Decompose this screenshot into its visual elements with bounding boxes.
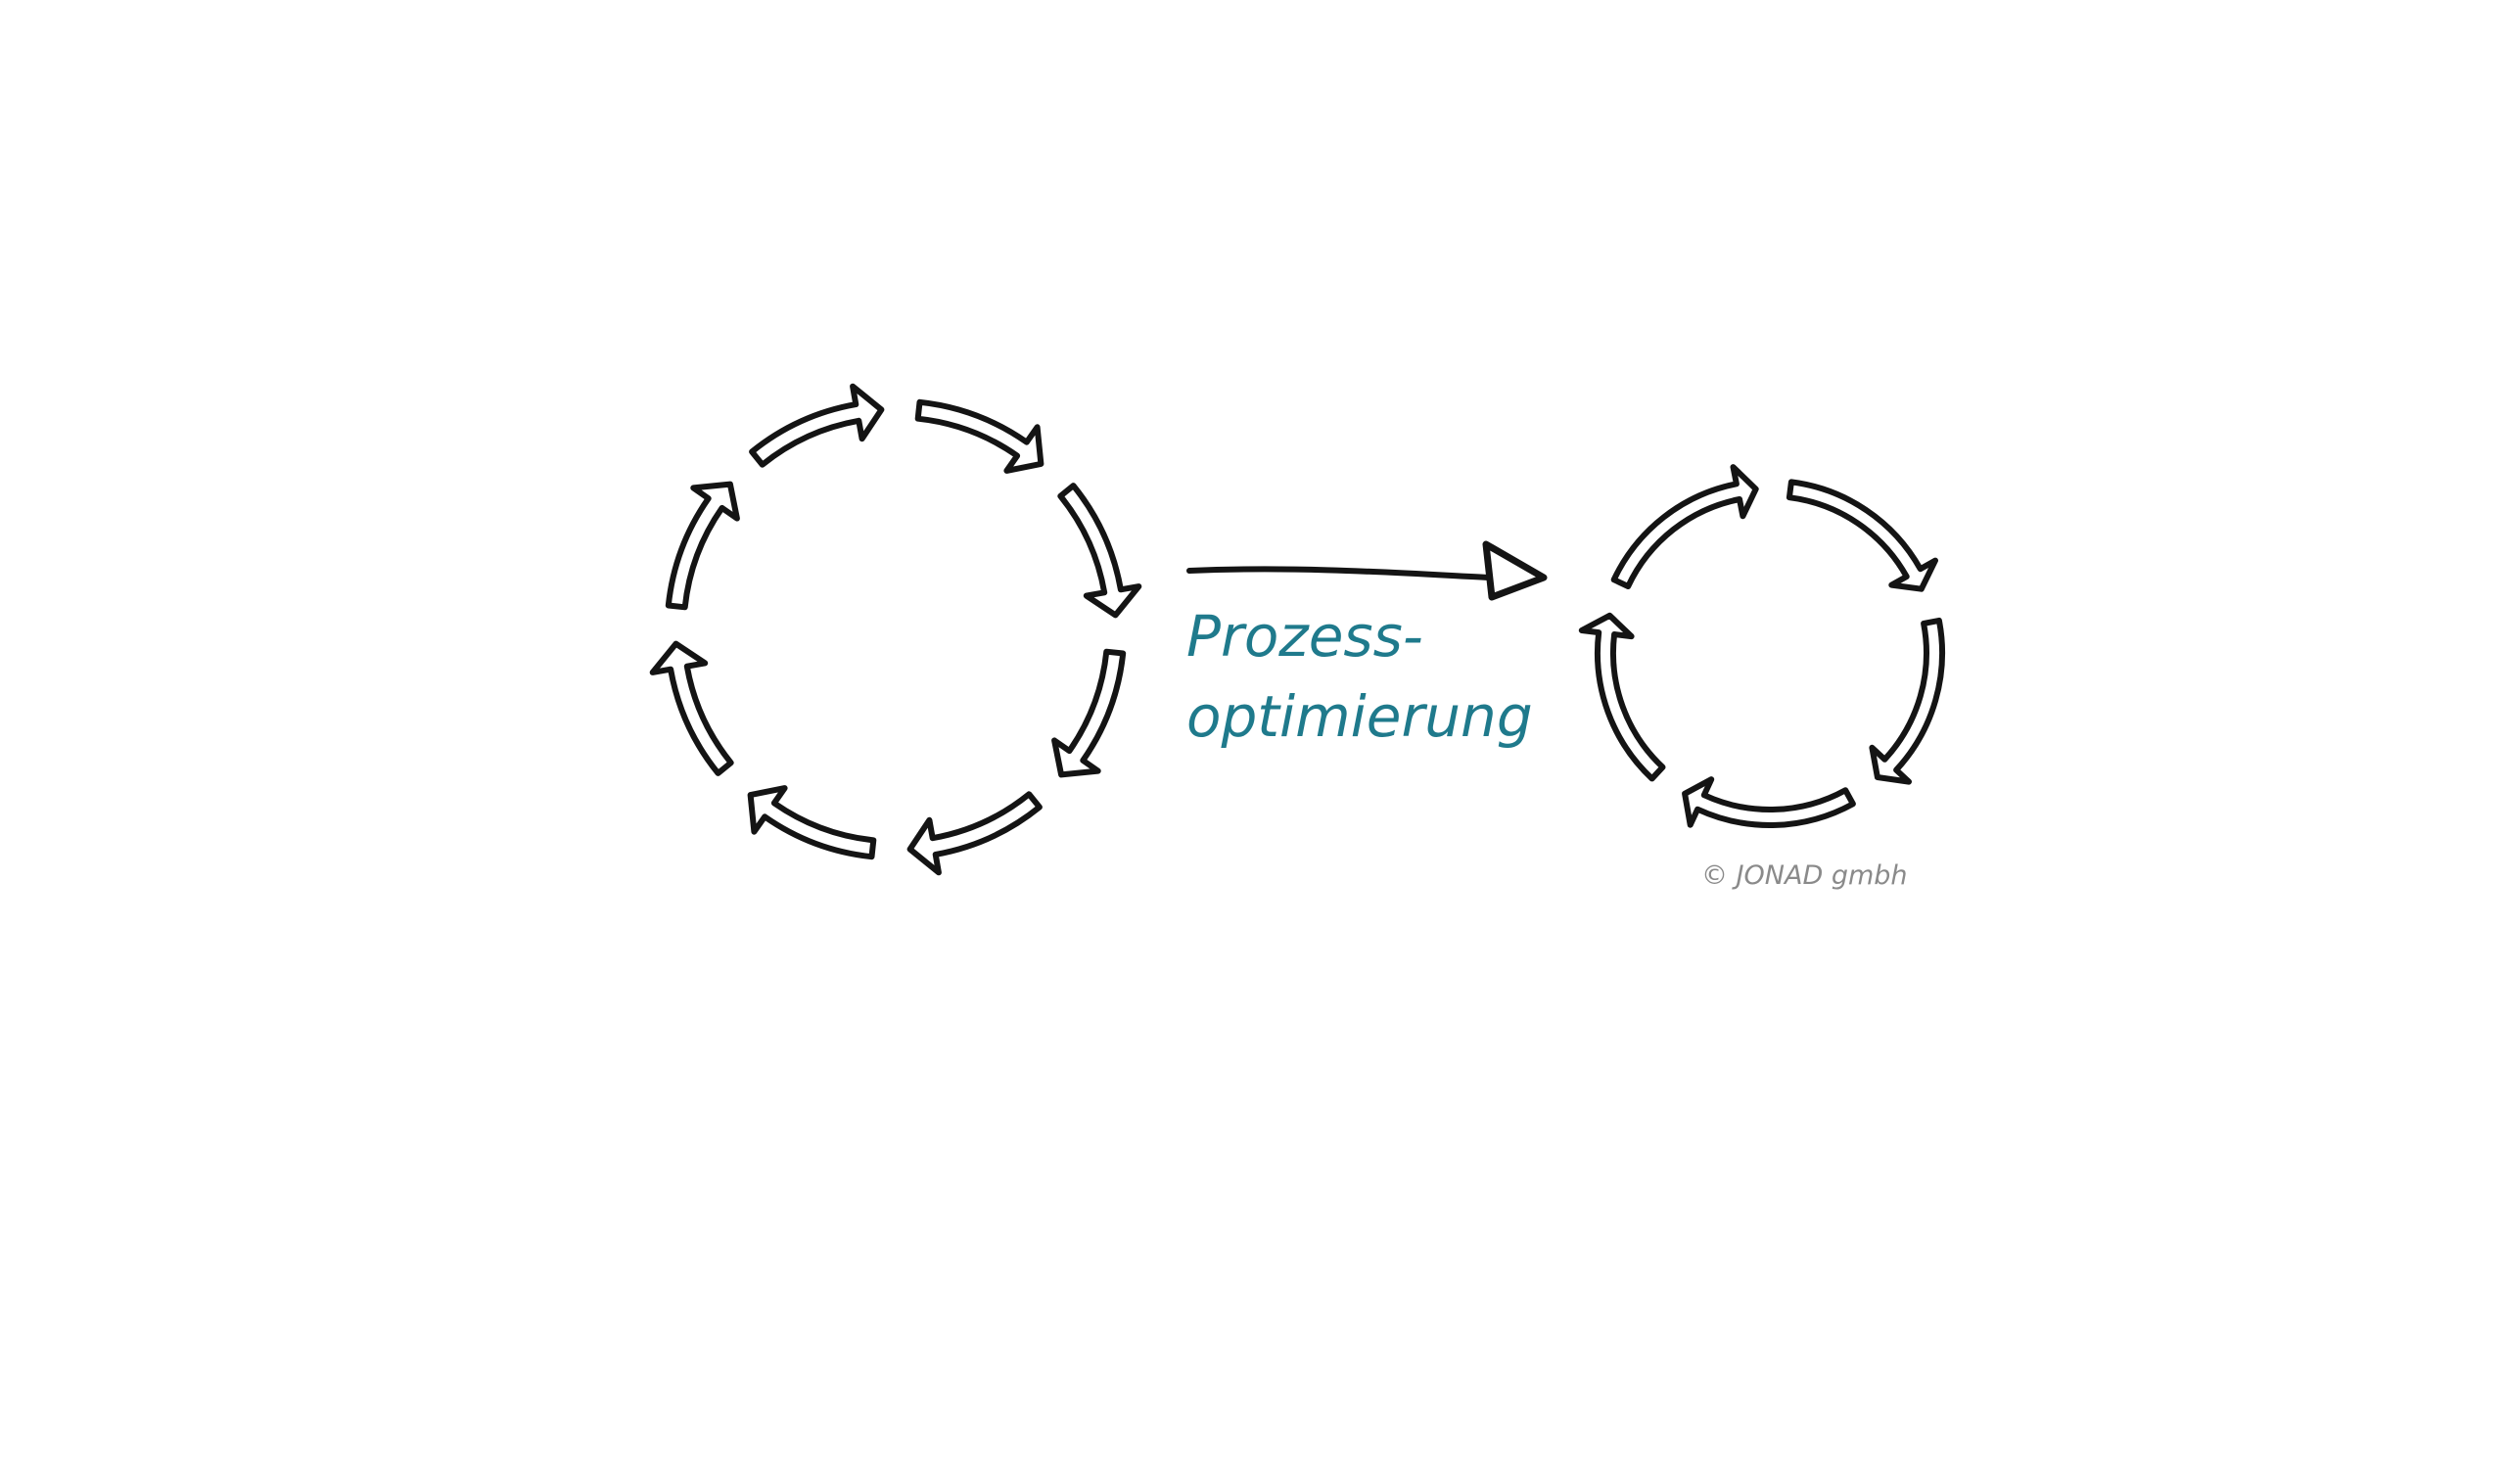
cycle-after-arrow — [1786, 479, 1938, 592]
cycle-before-arrow — [649, 640, 734, 776]
cycle-before-arrow — [906, 791, 1043, 876]
label-line-1: Prozess- — [1186, 603, 1423, 670]
copyright-notice: © JONAD gmbh — [1701, 860, 1908, 891]
transition-arrow-head — [1482, 540, 1548, 601]
cycle-after-arrow — [1682, 776, 1856, 828]
cycle-after — [1578, 464, 1946, 828]
cycle-after-arrow — [1869, 617, 1946, 785]
cycle-after-arrow — [1578, 612, 1666, 782]
label-line-2: optimierung — [1186, 683, 1533, 750]
cycle-before-arrow — [665, 481, 740, 611]
cycle-before-arrow — [914, 398, 1044, 474]
cycle-before — [649, 383, 1142, 876]
cycle-before-arrow — [747, 785, 877, 860]
cycle-before-arrow — [749, 383, 885, 468]
cycle-after-arrow — [1610, 464, 1759, 589]
transition-arrow-shaft — [1186, 566, 1493, 580]
cycle-before-arrow — [1051, 648, 1127, 778]
transition-arrow — [1186, 540, 1548, 601]
cycle-before-arrow — [1057, 483, 1142, 619]
